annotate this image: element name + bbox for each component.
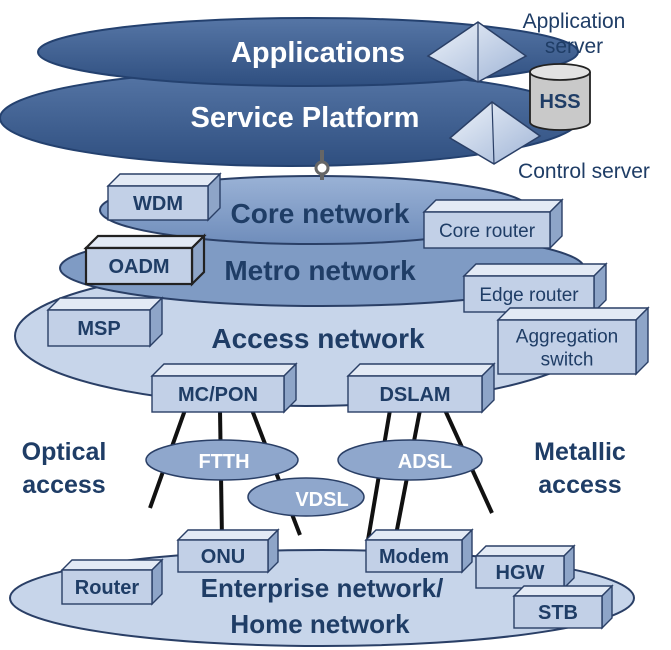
applications-label: Applications [231, 37, 405, 69]
dslam-box: DSLAM [346, 362, 496, 414]
metallic-access-label-2: access [538, 471, 621, 499]
router-box: Router [60, 558, 164, 606]
home-network-label: Home network [230, 609, 410, 639]
service-platform-label: Service Platform [191, 102, 420, 134]
hgw-box: HGW [474, 544, 576, 590]
optical-access-label-1: Optical [22, 438, 107, 466]
mc-pon-box: MC/PON [150, 362, 298, 414]
modem-box: Modem [364, 528, 474, 574]
vdsl-link [247, 477, 365, 517]
control-server-icon [448, 101, 542, 165]
core-router-label: Core router [439, 221, 536, 242]
application-server-icon [426, 21, 528, 83]
connector-node [314, 160, 330, 176]
wdm-label: WDM [133, 193, 183, 215]
hss-label: HSS [539, 91, 580, 113]
stb-label: STB [538, 602, 578, 624]
core-router-box: Core router [422, 198, 564, 250]
core-network-label: Core network [231, 198, 410, 229]
adsl-link [337, 439, 483, 481]
aggregation-switch-label-1: Aggregation [516, 326, 618, 347]
control-server-label: Control server [518, 160, 650, 183]
ftth-label: FTTH [198, 451, 249, 473]
application-server-label-2: server [545, 35, 603, 58]
aggregation-switch-label-2: switch [541, 349, 594, 370]
onu-box: ONU [176, 528, 280, 574]
wdm-box: WDM [106, 172, 222, 222]
metallic-access-label-1: Metallic [534, 438, 626, 466]
oadm-box: OADM [83, 233, 207, 287]
msp-label: MSP [77, 318, 120, 340]
onu-label: ONU [201, 546, 245, 568]
msp-box: MSP [46, 296, 164, 348]
oadm-label: OADM [108, 256, 169, 278]
mc-pon-label: MC/PON [178, 384, 258, 406]
enterprise-network-label: Enterprise network/ [201, 573, 444, 603]
vdsl-label: VDSL [295, 489, 348, 511]
metro-network-label: Metro network [224, 255, 416, 286]
dslam-label: DSLAM [379, 384, 450, 406]
modem-label: Modem [379, 546, 449, 568]
optical-access-label-2: access [22, 471, 105, 499]
ftth-link [145, 439, 299, 481]
edge-router-label: Edge router [479, 285, 579, 306]
edge-router-box: Edge router [462, 262, 608, 314]
hgw-label: HGW [496, 562, 545, 584]
router-label: Router [75, 577, 140, 599]
adsl-label: ADSL [398, 451, 452, 473]
applications-layer [37, 17, 579, 87]
access-network-label: Access network [211, 323, 425, 354]
stb-box: STB [512, 584, 614, 630]
application-server-label-1: Application [523, 10, 626, 33]
hss-database-icon [529, 63, 591, 131]
